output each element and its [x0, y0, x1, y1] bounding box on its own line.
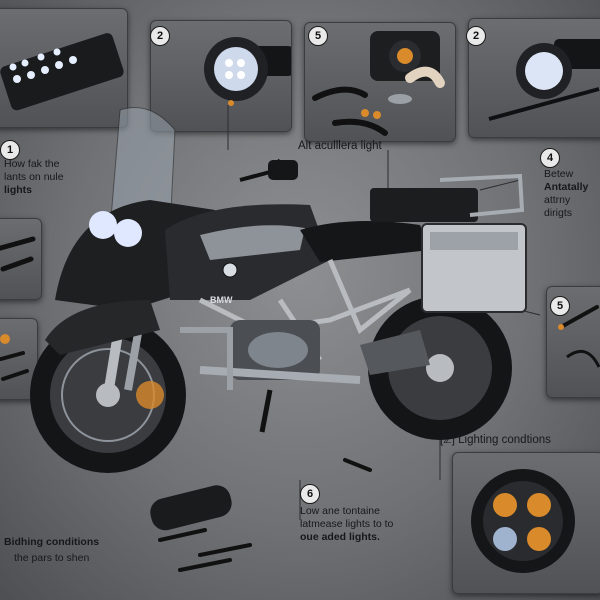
- light-bar-icon: [0, 33, 124, 111]
- step-badge-6: 6: [300, 484, 320, 504]
- step-badge-5b: 5: [550, 296, 570, 316]
- label-right-1: Betew: [544, 168, 574, 180]
- step-badge-1: 1: [0, 140, 20, 160]
- bracket-icon: [0, 236, 36, 272]
- label-how-line3: lights: [4, 184, 32, 196]
- round-lamp-icon: [204, 37, 291, 106]
- panel-round-lamp: [150, 20, 292, 132]
- panel-left-screws: [0, 318, 38, 400]
- screws-icon: [0, 334, 29, 381]
- panel-light-bar: [0, 8, 128, 128]
- side-lamp-icon: [488, 39, 600, 121]
- panel-right-wiring: [546, 286, 600, 398]
- step-badge-2b: 2: [466, 26, 486, 46]
- step-badge-4: 4: [540, 148, 560, 168]
- label-how-line1: How fak the: [4, 158, 60, 170]
- label-right-2: Antatally: [544, 181, 589, 193]
- mounting-bracket-icon: [312, 31, 445, 136]
- label-bottom-2: latmease lights to to: [300, 518, 394, 530]
- rear-wheel: [368, 296, 512, 440]
- wiring-icon: [558, 305, 600, 368]
- label-how-line2: lants on nule: [4, 171, 64, 183]
- tri-lamp-icon: [471, 469, 575, 573]
- step-badge-5a: 5: [308, 26, 328, 46]
- label-bottom-1: Low ane tontaine: [300, 505, 380, 517]
- label-bl-1: Bidhing conditions: [4, 536, 100, 548]
- label-right-4: dirigts: [544, 207, 573, 219]
- panel-mounting: [304, 22, 456, 142]
- panel-left-bracket: [0, 218, 42, 300]
- label-brand: BMW: [210, 295, 233, 305]
- label-right-3: attrny: [544, 194, 571, 206]
- panel-tri-lamp: [452, 452, 600, 594]
- label-center-title: Alt aculllera light: [298, 140, 382, 152]
- label-bottom-3: oue aded lights.: [300, 531, 380, 543]
- label-bl-2: the pars to shen: [14, 552, 90, 564]
- step-badge-2a: 2: [150, 26, 170, 46]
- label-lighting-conditions: [ℤ] Lighting condtions: [440, 434, 551, 446]
- panel-side-lamp: [468, 18, 600, 138]
